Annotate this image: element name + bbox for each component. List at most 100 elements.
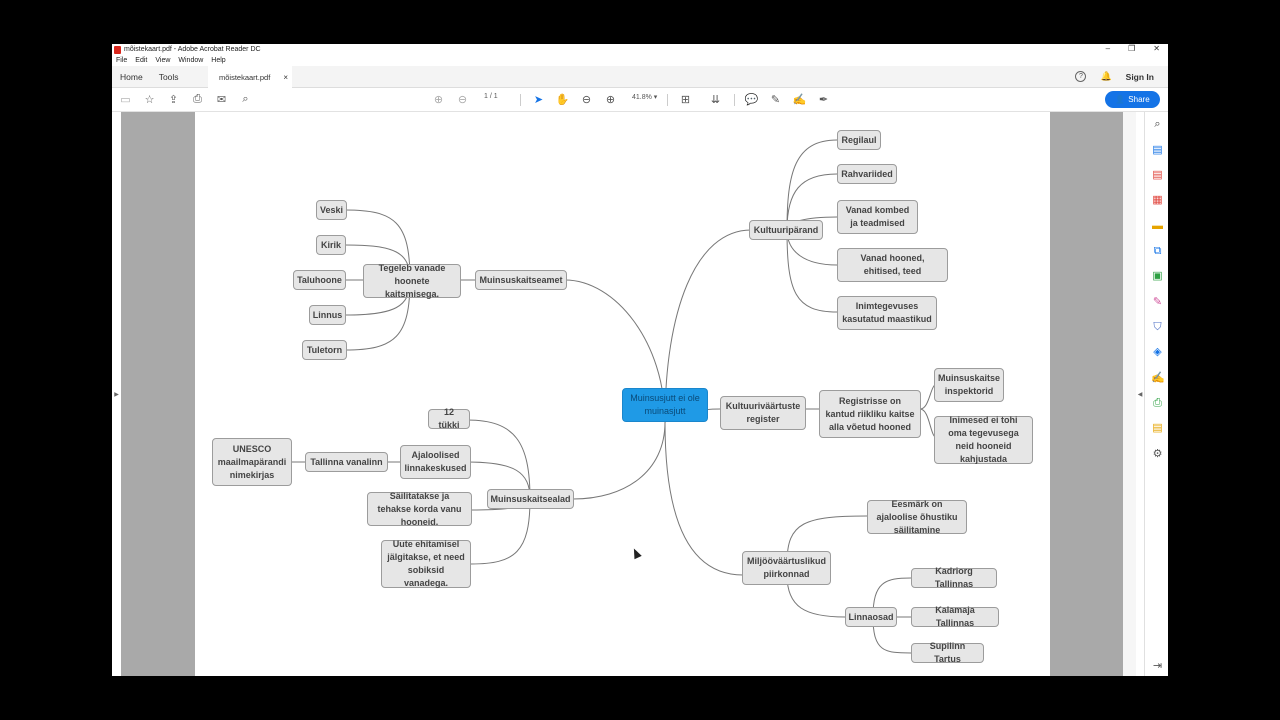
request-signature-icon[interactable]: ✍ <box>1151 372 1165 384</box>
link-eesmark <box>786 515 868 564</box>
zoom-level-select[interactable]: 41.8% ▾ <box>632 94 658 101</box>
close-window-button[interactable]: ✕ <box>1153 44 1160 53</box>
print-production-icon[interactable]: ⎙ <box>1153 397 1162 409</box>
node-tukki[interactable]: 12 tükki <box>428 407 470 430</box>
node-amet[interactable]: Muinsuskaitseamet <box>475 270 567 290</box>
maximize-button[interactable]: ❐ <box>1128 44 1136 53</box>
zoom-out-icon[interactable]: ⊖ <box>581 94 592 106</box>
node-inspektorid[interactable]: Muinsuskaitse inspektorid <box>934 368 1004 402</box>
enhance-scan-icon[interactable]: ◈ <box>1153 346 1162 358</box>
print-icon[interactable]: ⎙ <box>193 93 202 105</box>
node-taluhoone[interactable]: Taluhoone <box>293 270 346 290</box>
tab-document[interactable]: mõistekaart.pdf × <box>208 66 292 88</box>
node-registrisse[interactable]: Registrisse on kantud riikliku kaitse al… <box>819 390 921 438</box>
node-alad[interactable]: Muinsuskaitsealad <box>487 489 574 509</box>
upload-icon[interactable]: ⇪ <box>168 94 179 106</box>
zoom-in-icon[interactable]: ⊕ <box>605 94 616 106</box>
export-pdf-icon[interactable]: ▤ <box>1152 144 1163 156</box>
zoom-value: 41.8% <box>632 94 652 101</box>
save-icon[interactable]: ▭ <box>120 94 131 106</box>
page-current[interactable]: 1 <box>484 93 488 100</box>
tab-tools[interactable]: Tools <box>158 71 179 82</box>
draw-icon[interactable]: ✍ <box>792 94 807 106</box>
minimize-button[interactable]: – <box>1105 44 1111 53</box>
node-uute[interactable]: Uute ehitamisel jälgitakse, et need sobi… <box>381 539 471 588</box>
more-tools-icon[interactable]: ⚙ <box>1152 448 1163 460</box>
share-button[interactable]: 👤 Share <box>1105 91 1160 108</box>
next-page-icon[interactable]: ⊖ <box>457 94 468 106</box>
left-panel-toggle-icon[interactable]: ▶ <box>112 112 121 676</box>
create-pdf-icon[interactable]: ▤ <box>1152 169 1163 181</box>
toolbar-divider <box>667 94 668 106</box>
menu-window[interactable]: Window <box>178 57 204 64</box>
fit-page-icon[interactable]: ⊞ <box>680 94 691 106</box>
scroll-mode-icon[interactable]: ⇊ <box>710 94 721 106</box>
title-bar: mõistekaart.pdf - Adobe Acrobat Reader D… <box>112 44 1168 55</box>
highlight-pen-icon[interactable]: ✎ <box>770 94 781 106</box>
notification-bell-icon[interactable]: 🔔 <box>1100 71 1112 81</box>
node-kadriorg[interactable]: Kadriorg Tallinnas <box>911 566 997 589</box>
node-kirik[interactable]: Kirik <box>316 235 346 255</box>
node-kombed[interactable]: Vanad kombed ja teadmised <box>837 200 918 234</box>
menu-edit[interactable]: Edit <box>135 57 148 64</box>
node-inimesed[interactable]: Inimesed ei tohi oma tegevusega neid hoo… <box>934 415 1033 464</box>
tab-close-icon[interactable]: × <box>283 72 288 82</box>
menu-view[interactable]: View <box>155 57 171 64</box>
node-register[interactable]: Kultuuriväärtuste register <box>720 396 806 430</box>
node-linnus[interactable]: Linnus <box>309 305 346 325</box>
mindmap-center-node[interactable]: Muinsusjutt ei ole muinasjutt <box>622 388 708 422</box>
page-separator: / <box>489 93 492 100</box>
protect-shield-icon[interactable]: ⛉ <box>1153 321 1162 333</box>
fill-sign-icon[interactable]: ✒ <box>818 94 829 106</box>
menu-help[interactable]: Help <box>211 57 226 64</box>
page-indicator[interactable]: 1 / 1 <box>484 93 498 100</box>
node-regilaul[interactable]: Regilaul <box>837 130 881 150</box>
node-linnaosad[interactable]: Linnaosad <box>845 607 897 627</box>
previous-page-icon[interactable]: ⊕ <box>433 94 444 106</box>
node-eesmark[interactable]: Eesmärk on ajaloolise õhustiku säilitami… <box>867 499 967 535</box>
acrobat-window: mõistekaart.pdf - Adobe Acrobat Reader D… <box>112 44 1168 676</box>
node-kalamaja[interactable]: Kalamaja Tallinnas <box>911 605 999 628</box>
node-tegeleb[interactable]: Tegeleb vanade hoonete kaitsmisega. <box>363 263 461 299</box>
search-icon[interactable]: ⌕ <box>242 93 249 105</box>
link-uute <box>470 498 531 565</box>
zoom-tool-icon[interactable]: ⌕ <box>1154 118 1161 130</box>
right-panel-toggle-icon[interactable]: ◀ <box>1137 391 1143 398</box>
node-miljoo[interactable]: Miljööväärtuslikud piirkonnad <box>742 551 831 585</box>
tab-home[interactable]: Home <box>120 71 143 82</box>
collapse-pane-icon[interactable]: ⇥ <box>1152 660 1163 672</box>
node-maastikud[interactable]: Inimtegevuses kasutatud maastikud <box>837 296 937 330</box>
email-icon[interactable]: ✉ <box>216 94 227 106</box>
node-supilinn[interactable]: Supilinn Tartus <box>911 641 984 664</box>
link-maastikud <box>786 229 838 313</box>
tab-bar: Home Tools mõistekaart.pdf × ? 🔔 Sign In <box>112 66 1168 88</box>
comment-tool-icon[interactable]: ▬ <box>1152 220 1163 232</box>
sign-in-link[interactable]: Sign In <box>1125 71 1154 82</box>
pdf-page[interactable]: Muinsusjutt ei ole muinasjutt Kultuuripä… <box>195 112 1050 676</box>
comment-icon[interactable]: 💬 <box>744 94 759 106</box>
organize-pages-icon[interactable]: ▦ <box>1152 194 1163 206</box>
hand-tool-icon[interactable]: ✋ <box>555 94 570 106</box>
select-cursor-icon[interactable]: ➤ <box>533 94 544 106</box>
document-area[interactable]: ▶ <box>112 112 1136 676</box>
menu-file[interactable]: File <box>116 57 128 64</box>
combine-files-icon[interactable]: ⧉ <box>1153 245 1162 257</box>
help-icon[interactable]: ? <box>1075 71 1087 82</box>
node-sailitatakse[interactable]: Säilitatakse ja tehakse korda vanu hoone… <box>367 491 472 527</box>
vertical-scrollbar[interactable] <box>1123 112 1136 676</box>
link-center-alad <box>572 421 666 500</box>
node-kultuuriparand[interactable]: Kultuuripärand <box>749 220 823 240</box>
send-review-icon[interactable]: ▤ <box>1152 422 1163 434</box>
compress-icon[interactable]: ▣ <box>1152 270 1163 282</box>
node-tuletorn[interactable]: Tuletorn <box>302 340 347 360</box>
bookmark-star-icon[interactable]: ☆ <box>144 94 155 106</box>
link-veski <box>344 209 411 281</box>
node-ajaloolised[interactable]: Ajaloolised linnakeskused <box>400 445 471 479</box>
node-hooned[interactable]: Vanad hooned, ehitised, teed <box>837 248 948 282</box>
fill-sign-tool-icon[interactable]: ✎ <box>1152 296 1163 308</box>
node-tallinn[interactable]: Tallinna vanalinn <box>305 452 388 472</box>
node-unesco[interactable]: UNESCO maailmapärandi nimekirjas <box>212 438 292 486</box>
node-rahvariided[interactable]: Rahvariided <box>837 164 897 184</box>
node-veski[interactable]: Veski <box>316 200 347 220</box>
link-center-kultuuriparand <box>664 229 752 423</box>
